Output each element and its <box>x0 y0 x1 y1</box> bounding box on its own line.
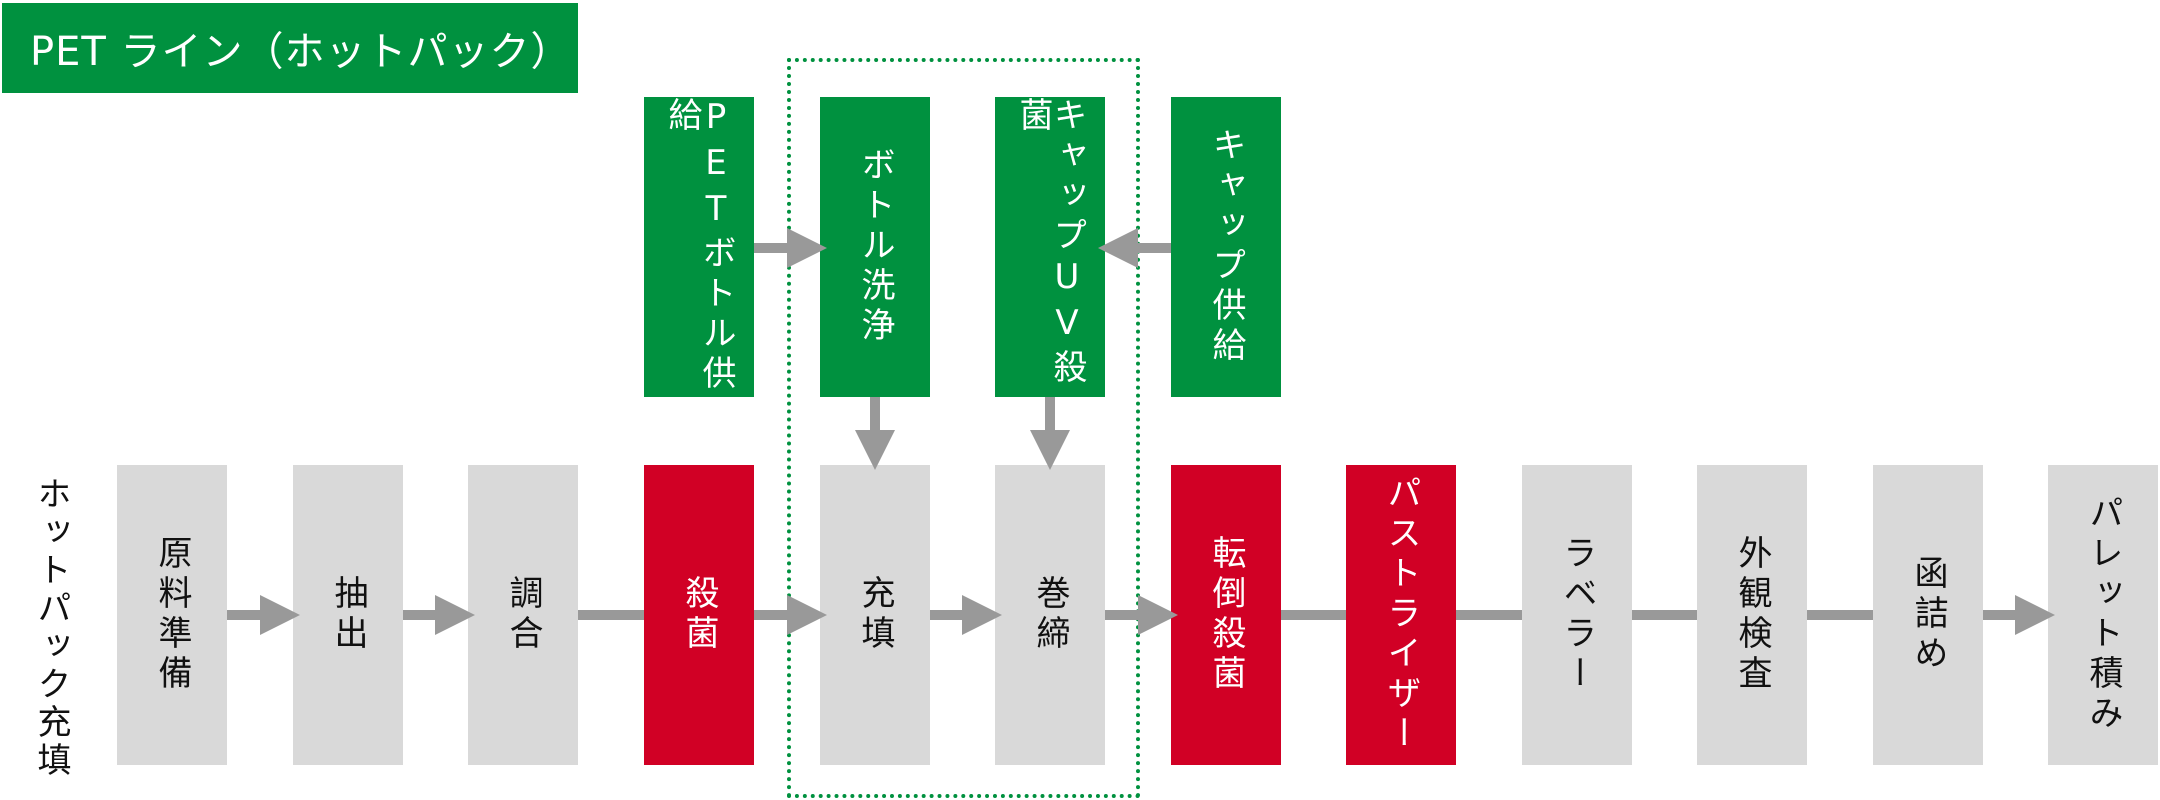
step-seaming: 巻締 <box>995 465 1105 765</box>
step-filling: 充填 <box>820 465 930 765</box>
step-sterilization: 殺菌 <box>644 465 754 765</box>
step-cap-supply: キャップ供給 <box>1171 97 1281 397</box>
dotted-group-frame <box>787 58 1140 798</box>
step-bottle-wash: ボトル洗浄 <box>820 97 930 397</box>
step-labeler: ラベラー <box>1522 465 1632 765</box>
step-pet-bottle-supply: PETボトル供給 <box>644 97 754 397</box>
step-material-prep: 原料準備 <box>117 465 227 765</box>
step-inversion-sterilization: 転倒殺菌 <box>1171 465 1281 765</box>
side-label: ホットパック充填 <box>31 476 71 780</box>
step-extraction: 抽出 <box>293 465 403 765</box>
step-palletizing: パレット積み <box>2048 465 2158 765</box>
step-pasteurizer: パストライザー <box>1346 465 1456 765</box>
diagram-title: PET ライン（ホットパック） <box>2 3 578 93</box>
step-boxing: 函詰め <box>1873 465 1983 765</box>
step-cap-uv-sterilize: キャップUV殺菌 <box>995 97 1105 397</box>
step-visual-inspection: 外観検査 <box>1697 465 1807 765</box>
step-blending: 調合 <box>468 465 578 765</box>
